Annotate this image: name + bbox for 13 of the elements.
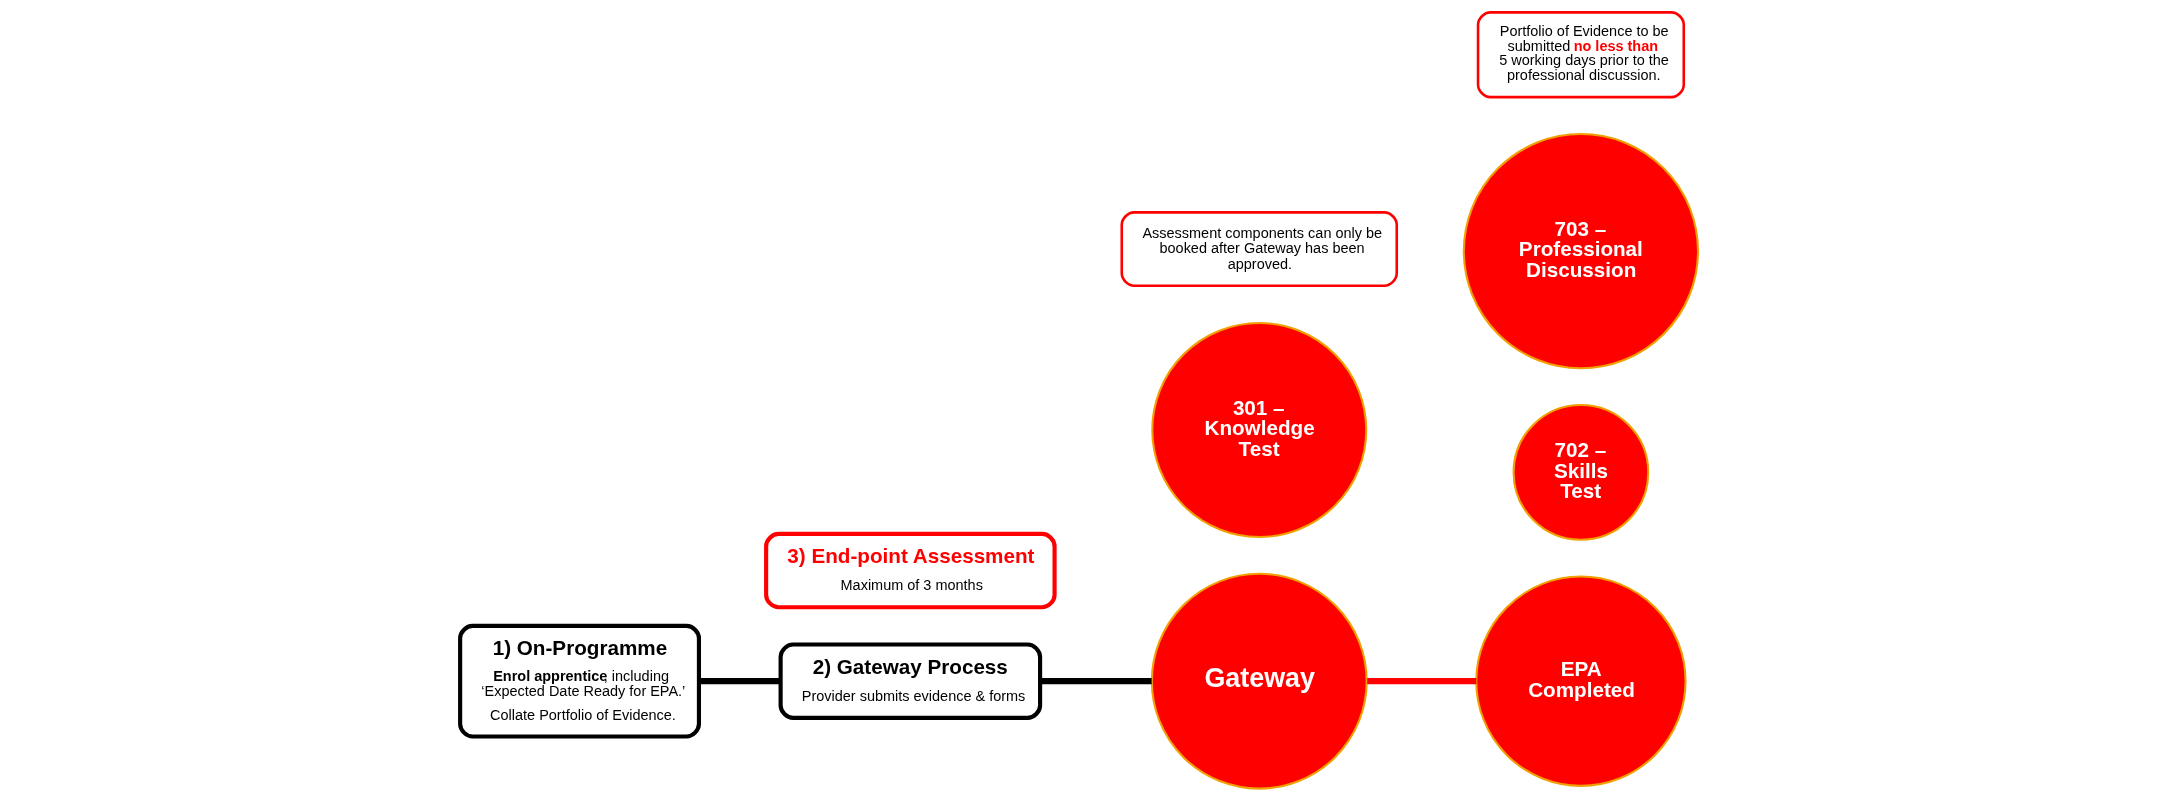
node-box: 3) End-point Assessment Maximum of 3 months — [764, 531, 1057, 610]
connector — [1040, 678, 1152, 685]
node-circle: 702 – Skills Test — [1512, 404, 1650, 541]
node-box: 2) Gateway Process Provider submits evidence & forms — [778, 642, 1043, 720]
node-box: Assessment components can only be booked after Gateway has been approved. — [1120, 211, 1399, 288]
node-circle: 703 – Professional Discussion — [1462, 133, 1700, 370]
connector — [699, 678, 781, 685]
node-box: Portfolio of Evidence to be submitted no less than 5 working days prior to the professional discussion. — [1476, 11, 1686, 99]
node-circle: EPA Completed — [1475, 575, 1687, 787]
node-circle: 301 – Knowledge Test — [1151, 322, 1368, 538]
node-circle: Gateway — [1150, 572, 1368, 790]
node-box: 1) On-Programme Enrol apprentice, including ‘Expected Date Ready for EPA.’ Collate Portfolio of Evidence. — [458, 623, 701, 739]
connector — [1367, 678, 1477, 685]
